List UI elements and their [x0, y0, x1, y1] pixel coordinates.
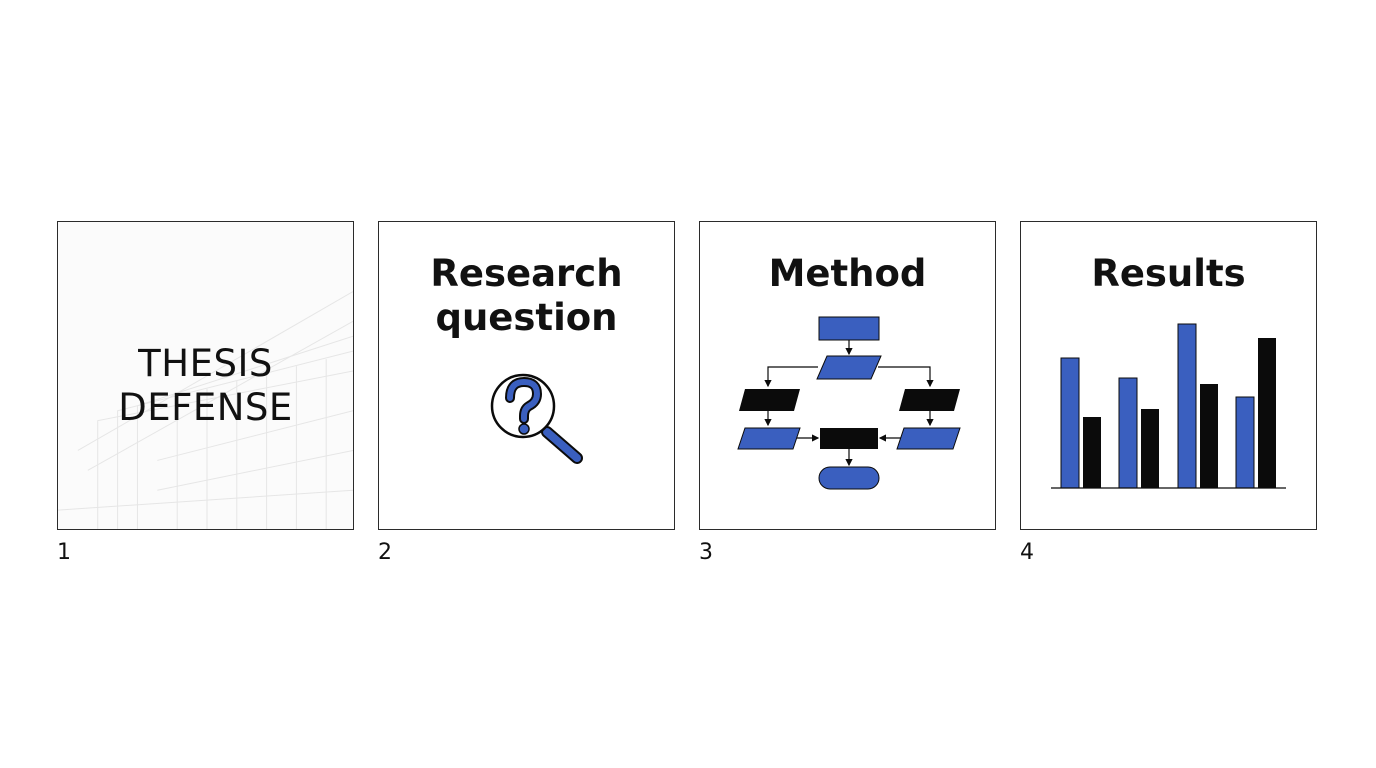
slide-number-1: 1 — [57, 540, 71, 565]
building-background-image — [58, 291, 353, 529]
slide-title-line-1: Research — [430, 252, 623, 295]
flowchart-icon — [737, 316, 961, 490]
magnifier-question-icon — [490, 373, 583, 464]
slide-title: THESIS DEFENSE — [58, 342, 353, 430]
slide-thumbnail-2[interactable]: Research question — [378, 221, 675, 530]
slide-number-2: 2 — [378, 540, 392, 565]
bar-chart-icon — [1051, 323, 1286, 489]
slide-title-line-1: THESIS — [138, 342, 273, 385]
slide-title: Method — [700, 252, 995, 296]
slide-title: Research question — [379, 252, 674, 340]
slide-thumbnail-4[interactable]: Results — [1020, 221, 1317, 530]
slide-number-4: 4 — [1020, 540, 1034, 565]
slide-title-line-2: DEFENSE — [118, 386, 293, 429]
slide-title-line-1: Method — [768, 252, 927, 295]
slide-title: Results — [1021, 252, 1316, 296]
slide-title-line-2: question — [435, 296, 618, 339]
slide-title-line-1: Results — [1091, 252, 1246, 295]
slide-thumbnail-1[interactable]: THESIS DEFENSE — [57, 221, 354, 530]
slide-thumbnail-3[interactable]: Method — [699, 221, 996, 530]
slide-number-3: 3 — [699, 540, 713, 565]
